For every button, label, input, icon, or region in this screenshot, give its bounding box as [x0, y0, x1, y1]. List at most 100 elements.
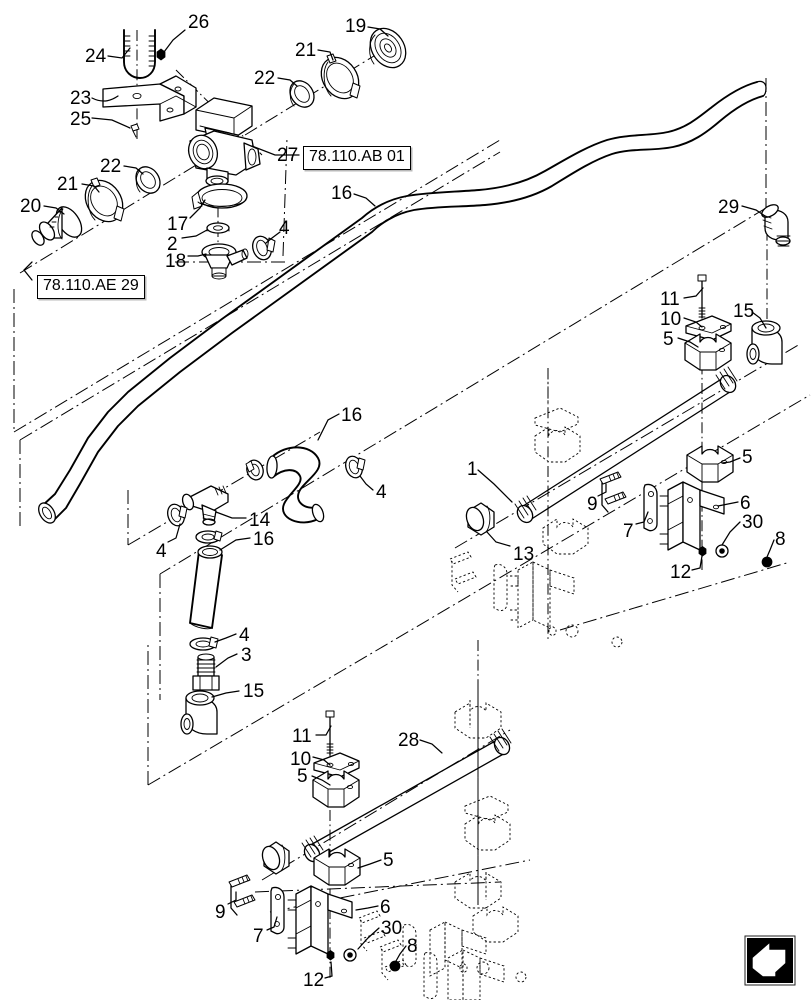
ghost-clamp-3	[464, 814, 511, 851]
callout-29: 29	[718, 197, 740, 218]
reference-box-ab[interactable]: 78.110.AB 01	[303, 146, 411, 170]
reference-box-ae[interactable]: 78.110.AE 29	[37, 275, 145, 299]
ghost-bracket-mid-web	[429, 921, 446, 977]
ubolt-9a-left	[601, 480, 609, 513]
ghost-washer-mid	[476, 961, 490, 975]
clamp-17-band	[197, 199, 247, 207]
leader-2	[181, 229, 208, 239]
callout-16-curved: 16	[341, 405, 363, 426]
leader-5b	[721, 457, 741, 464]
part-11-bolt-a	[697, 274, 707, 319]
ghost-ubolt-arm4	[384, 959, 407, 973]
centerline-bolt-28	[269, 859, 531, 913]
callout-5-lower-b: 5	[383, 850, 394, 871]
leader-8b	[395, 945, 407, 962]
bolt-11a-head	[697, 274, 707, 282]
clamp-5b1-hole	[346, 784, 354, 790]
callout-3: 3	[241, 645, 252, 666]
pipe-1-bottom	[529, 389, 734, 521]
callout-9-lower: 9	[215, 902, 226, 923]
strap-10b-body	[313, 752, 360, 778]
nut-26-body	[156, 48, 166, 61]
callout-24: 24	[85, 46, 107, 67]
bracket-6b-hole2	[340, 908, 348, 914]
bracket-6b-side	[310, 885, 329, 955]
ghost-ubolt-arm3	[379, 939, 402, 953]
ghost-ubolt-mid-arm2	[363, 930, 386, 944]
pipe-1-thread-right	[715, 366, 738, 390]
part-5-clamp-a1	[684, 333, 732, 371]
part-16-curved-hose	[266, 446, 325, 524]
link-7a-hole2	[647, 518, 653, 524]
ghost-clamp-upper	[449, 368, 623, 648]
pipe-1-left-end	[516, 504, 534, 524]
strap-10a-body	[685, 315, 732, 341]
seal-19-bore	[384, 43, 392, 53]
leader-16b	[317, 413, 340, 441]
part-23-bracket	[102, 75, 197, 122]
part-4-clamp-d	[195, 530, 223, 544]
callout-5-upper-b: 5	[742, 447, 753, 468]
ubolt-9a-thread2	[613, 492, 625, 502]
leader-24	[107, 47, 131, 59]
link-7b-hole1	[274, 893, 282, 901]
callout-10-upper: 10	[660, 309, 682, 330]
ghost-clamp-2	[542, 518, 589, 555]
ghost-link	[493, 564, 508, 612]
cap-13b-edge	[280, 844, 286, 872]
leader-6a	[717, 501, 739, 507]
elbow-15b-side	[180, 713, 194, 735]
clamp-5b1-edge	[312, 779, 360, 790]
part-15-elbow-a	[746, 320, 783, 365]
strap-10a-edge	[685, 323, 732, 334]
leader-4b	[359, 475, 374, 491]
part-16-straight-hose	[189, 545, 223, 630]
part-12-nut-a	[698, 546, 707, 557]
callout-6-lower: 6	[380, 897, 391, 918]
part-21-clamp-b	[84, 177, 125, 223]
leader-7b	[266, 916, 278, 931]
outlet-18-stem	[211, 267, 227, 277]
ghost-clamp-1	[534, 426, 581, 463]
leader-3	[215, 653, 238, 668]
pipe-28-thread-left	[301, 835, 324, 858]
callout-21-lower: 21	[57, 174, 79, 195]
part-17-clamp	[191, 183, 248, 210]
clamp-4a-bore	[256, 239, 268, 257]
bracket-23-hole3	[166, 107, 174, 113]
part-19-seal	[369, 27, 407, 69]
part-30-washer-b	[343, 948, 357, 962]
cap-13-face	[465, 506, 485, 532]
part-15-elbow-b	[180, 690, 218, 735]
clamp-21b-band	[87, 185, 96, 221]
leader-13	[486, 531, 511, 547]
part-24-ubolt	[123, 29, 156, 79]
ghost-bolt-head	[611, 636, 623, 648]
clamp-21a-band	[323, 61, 332, 97]
part-7-link-b	[270, 886, 285, 935]
screw-25-shank	[132, 130, 137, 138]
ubolt-9a-arm2	[604, 491, 627, 505]
leader-9a	[597, 483, 607, 497]
callout-4-b: 4	[376, 482, 387, 503]
leader-16c	[219, 537, 251, 551]
washer-2-outer	[206, 222, 230, 234]
ghost-ubolt-left	[451, 561, 459, 593]
leader-5c	[311, 775, 331, 786]
clamp-4f-tab	[208, 636, 219, 649]
hose-16b-end1	[266, 455, 278, 479]
part-13-cap	[465, 502, 495, 536]
phantom-tube-diag-upper	[159, 207, 767, 575]
hose-16b-end2	[311, 503, 325, 523]
callout-23: 23	[70, 88, 92, 109]
leader-26	[163, 29, 186, 53]
nut-12a-body	[698, 546, 707, 557]
ghost-nut-mid	[459, 962, 468, 974]
callout-28: 28	[398, 730, 420, 751]
elbow-15b-top	[185, 690, 215, 706]
centerline-pipe28	[261, 729, 511, 881]
ghost-bracket-flange	[549, 569, 575, 595]
phantom-tube-diag-lower	[19, 151, 501, 441]
callout-7-upper: 7	[623, 521, 634, 542]
callout-21-upper: 21	[295, 40, 317, 61]
